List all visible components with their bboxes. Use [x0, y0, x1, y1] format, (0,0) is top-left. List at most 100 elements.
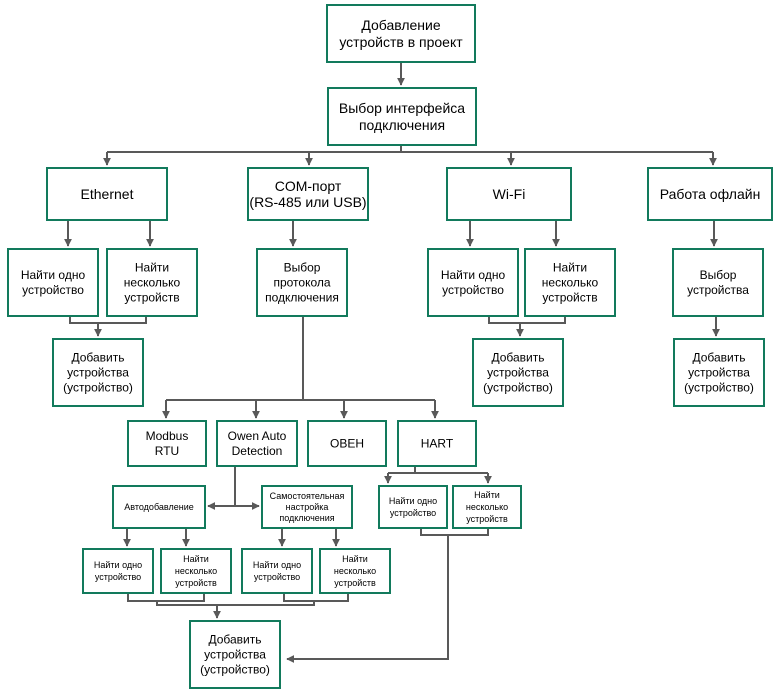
node-label: устройств [466, 514, 508, 524]
node-label: несколько [124, 276, 181, 290]
node-box [46, 167, 168, 221]
node-label: устройства [687, 283, 749, 297]
node-label: Выбор [284, 261, 321, 275]
node-label: (устройство) [63, 381, 133, 395]
node-label: Найти [553, 261, 587, 275]
node-box [189, 620, 281, 689]
node-label: Найти [342, 554, 368, 564]
node-label: устройство [22, 283, 84, 297]
node-label: устройств [124, 291, 179, 305]
node-label: Найти одно [94, 560, 142, 570]
node-label: Работа офлайн [660, 186, 761, 202]
node-box [160, 548, 232, 594]
connector-line [156, 601, 315, 606]
node-box [672, 248, 764, 317]
node-label: протокола [273, 276, 330, 290]
node-label: Автодобавление [124, 502, 193, 512]
node-label: Найти одно [389, 496, 437, 506]
node-box [673, 338, 765, 407]
connectors [64, 62, 720, 663]
node-label: устройства [487, 366, 549, 380]
node-label: несколько [542, 276, 599, 290]
node-hart: HART [397, 420, 477, 467]
node-label: Добавить [71, 351, 124, 365]
node-hart-one: Найти одно устройство [378, 485, 448, 529]
node-label: устройство [442, 283, 504, 297]
node-label: устройство [254, 572, 300, 582]
connector-line [69, 316, 147, 324]
node-offline: Работа офлайн [647, 167, 773, 221]
connector-arrow [286, 535, 449, 663]
node-label: устройств [542, 291, 597, 305]
node-label: Owen Auto [228, 429, 287, 443]
node-label: устройство [95, 572, 141, 582]
node-man-one: Найти одно устройство [241, 548, 313, 594]
node-label: Найти одно [441, 268, 506, 282]
node-label: Detection [232, 444, 283, 458]
node-label: Добавить [208, 633, 261, 647]
node-oven: ОВЕН [307, 420, 387, 467]
node-label: устройства [67, 366, 129, 380]
node-box [378, 485, 448, 529]
node-com: COM-порт(RS-485 или USB) [247, 167, 369, 221]
node-label: несколько [334, 566, 376, 576]
node-label: Добавить [491, 351, 544, 365]
node-box [241, 548, 313, 594]
node-label: Найти одно [253, 560, 301, 570]
node-box [397, 420, 477, 467]
node-label: COM-порт [275, 178, 342, 194]
node-label: подключения [359, 117, 445, 133]
connector-line [127, 593, 205, 602]
node-label: Выбор интерфейса [339, 100, 465, 116]
node-box [307, 420, 387, 467]
node-label: устройства [204, 648, 266, 662]
node-box [82, 548, 154, 594]
node-label: Найти [183, 554, 209, 564]
node-box [446, 167, 572, 221]
connector-line [488, 316, 566, 324]
node-box [319, 548, 391, 594]
node-box [52, 338, 144, 407]
connector-line [283, 593, 349, 602]
node-box [106, 248, 198, 317]
node-box [7, 248, 99, 317]
node-label: устройство [390, 508, 436, 518]
node-label: несколько [175, 566, 217, 576]
node-label: подключения [265, 291, 339, 305]
node-label: RTU [155, 444, 179, 458]
node-box [427, 248, 519, 317]
node-label: устройств в проект [339, 34, 463, 50]
node-label: Добавление [361, 17, 441, 33]
node-wifi: Wi-Fi [446, 167, 572, 221]
node-label: устройства [688, 366, 750, 380]
node-label: Ethernet [81, 186, 134, 202]
node-box [112, 485, 206, 529]
node-label: Modbus [146, 429, 189, 443]
node-label: устройств [334, 578, 376, 588]
node-box [216, 420, 298, 467]
node-label: (устройство) [200, 663, 270, 677]
node-label: Wi-Fi [493, 186, 526, 202]
node-box [326, 4, 476, 63]
node-label: Найти [135, 261, 169, 275]
node-box [327, 87, 477, 146]
node-label: Найти [474, 490, 500, 500]
node-autoadd: Автодобавление [112, 485, 206, 529]
node-box [256, 248, 348, 317]
node-label: Найти одно [21, 268, 86, 282]
node-label: Добавить [692, 351, 745, 365]
node-box [247, 167, 369, 221]
